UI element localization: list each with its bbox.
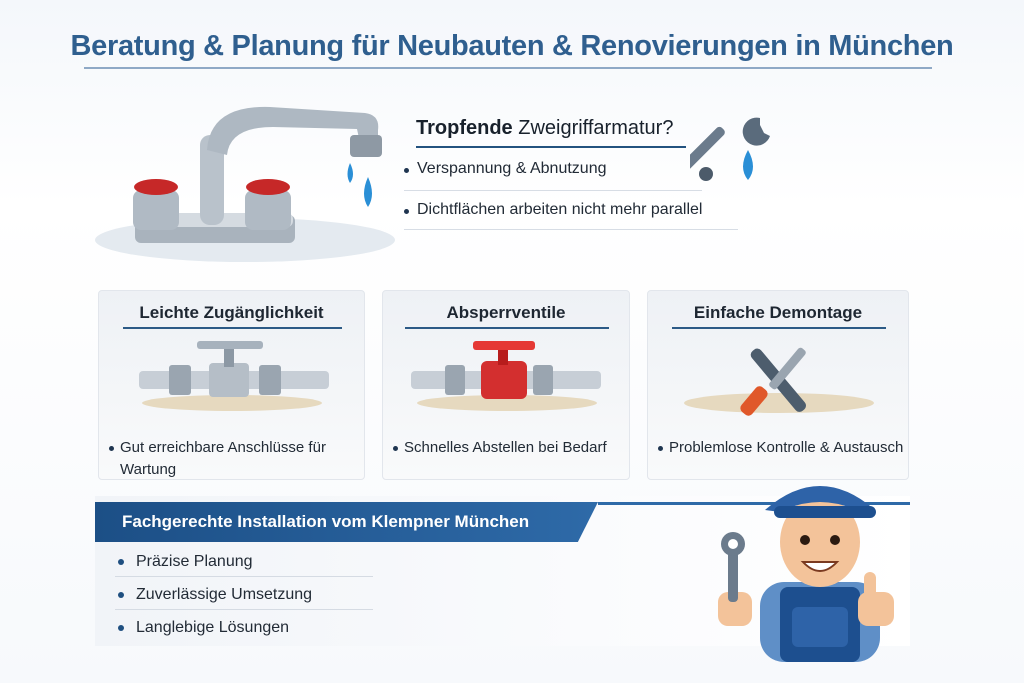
problem-title-rule	[416, 146, 686, 148]
problem-bullet-1: Verspannung & Abnutzung	[404, 160, 607, 178]
divider	[404, 229, 738, 230]
problem-title: Tropfende Zweigriffarmatur?	[416, 117, 674, 139]
faucet-illustration	[95, 106, 395, 262]
problem-bullet-2: Dichtflächen arbeiten nicht mehr paralle…	[404, 201, 702, 219]
plumber-mascot	[718, 486, 894, 662]
card-title-rule	[672, 327, 886, 329]
card-title: Absperrventile	[446, 303, 566, 322]
card-bullet: Problemlose Kontrolle & Austausch	[658, 437, 903, 459]
service-bullet-1: Präzise Planung	[118, 553, 253, 571]
wrench-drop-icon	[690, 117, 770, 181]
service-bullet-3: Langlebige Lösungen	[118, 619, 289, 637]
card-title-rule	[405, 327, 609, 329]
divider	[115, 576, 373, 577]
card-disassembly: Einfache Demontage Problemlose Kontrolle…	[647, 290, 909, 480]
divider	[115, 609, 373, 610]
card-shutoff: Absperrventile Schnelles Abstellen bei B…	[382, 290, 630, 480]
card-bullet: Schnelles Abstellen bei Bedarf	[393, 437, 607, 459]
tools-icon	[684, 347, 874, 416]
card-title-rule	[123, 327, 342, 329]
card-title: Leichte Zugänglichkeit	[139, 303, 324, 322]
card-title: Einfache Demontage	[693, 303, 863, 322]
divider	[404, 190, 702, 191]
valve-icon	[139, 341, 329, 411]
card-bullet: Gut erreichbare Anschlüsse für Wartung	[109, 437, 335, 481]
page-title: Beratung & Planung für Neubauten & Renov…	[70, 30, 954, 62]
banner-line	[598, 502, 910, 505]
service-banner	[95, 502, 598, 542]
card-access: Leichte Zugänglichkeit Gut erreichbare A…	[98, 290, 365, 480]
title-divider	[84, 67, 932, 69]
service-bullet-2: Zuverlässige Umsetzung	[118, 586, 312, 604]
service-banner-text: Fachgerechte Installation vom Klempner M…	[122, 512, 530, 531]
shutoff-valve-icon	[411, 341, 601, 411]
